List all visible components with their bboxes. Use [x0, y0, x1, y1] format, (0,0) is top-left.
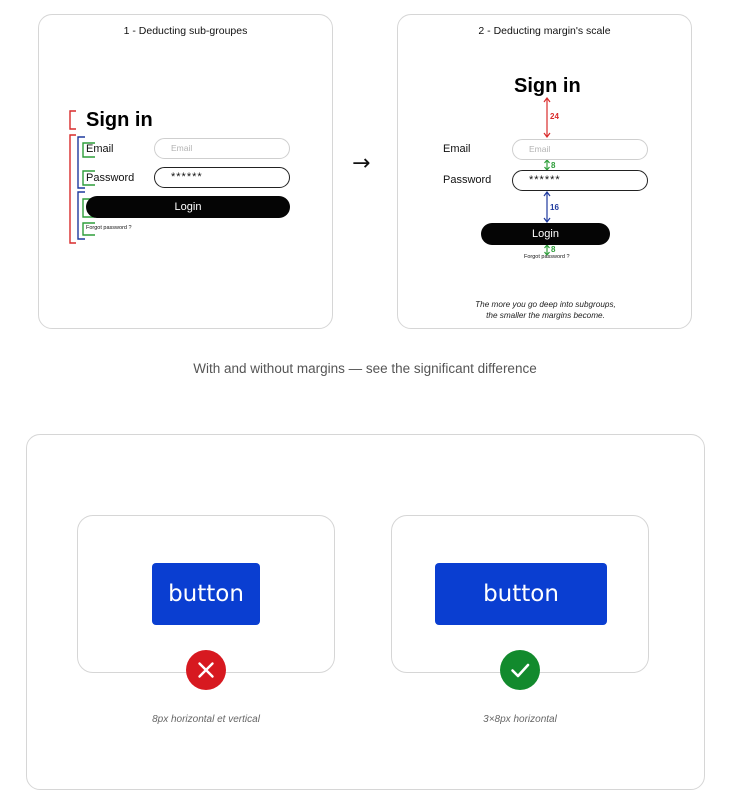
email-label: Email	[443, 143, 471, 155]
password-label: Password	[443, 174, 492, 186]
password-field[interactable]: ******	[512, 170, 648, 191]
panel-title: 2 - Deducting margin's scale	[478, 25, 611, 37]
email-field[interactable]: Email	[512, 139, 648, 160]
arrow-right-icon: →	[352, 151, 371, 176]
subtitle-good: 3×8px horizontal	[483, 714, 557, 725]
subtitle-bad: 8px horizontal et vertical	[152, 714, 260, 725]
signin-title: Sign in	[514, 75, 581, 97]
login-button[interactable]: Login	[481, 223, 610, 245]
demo-button-good[interactable]: button	[435, 563, 607, 625]
demo-button-bad[interactable]: button	[152, 563, 260, 625]
signin-title: Sign in	[86, 109, 153, 131]
password-label: Password	[86, 172, 135, 184]
example-good-frame: button	[391, 515, 649, 673]
panel-margin-scale: 2 - Deducting margin's scale Sign in 24 …	[397, 14, 692, 329]
margin-label-24: 24	[550, 112, 559, 121]
margin-label-16: 16	[550, 203, 559, 212]
email-field[interactable]: Email	[154, 138, 290, 159]
margin-note: The more you go deep into subgroups, the…	[398, 299, 693, 321]
login-button[interactable]: Login	[86, 196, 290, 218]
margin-label-8-bottom: 8	[551, 245, 556, 254]
cross-icon	[186, 650, 226, 690]
password-field[interactable]: ******	[154, 167, 290, 188]
note-line-2: the smaller the margins become.	[486, 311, 605, 320]
figure-caption: With and without margins — see the signi…	[193, 361, 537, 376]
margin-indicators	[543, 97, 551, 256]
margin-label-8: 8	[551, 161, 556, 170]
check-icon	[500, 650, 540, 690]
panel-title: 1 - Deducting sub-groupes	[123, 25, 248, 37]
grouping-brackets	[69, 110, 95, 244]
note-line-1: The more you go deep into subgroups,	[475, 300, 616, 309]
button-padding-comparison: button 8px horizontal et vertical button…	[26, 434, 705, 790]
example-bad-frame: button	[77, 515, 335, 673]
forgot-password-link[interactable]: Forgot password ?	[524, 254, 570, 260]
email-label: Email	[86, 143, 114, 155]
panel-sub-groups: 1 - Deducting sub-groupes Sign in Email …	[38, 14, 333, 329]
forgot-password-link[interactable]: Forgot password ?	[86, 225, 132, 231]
